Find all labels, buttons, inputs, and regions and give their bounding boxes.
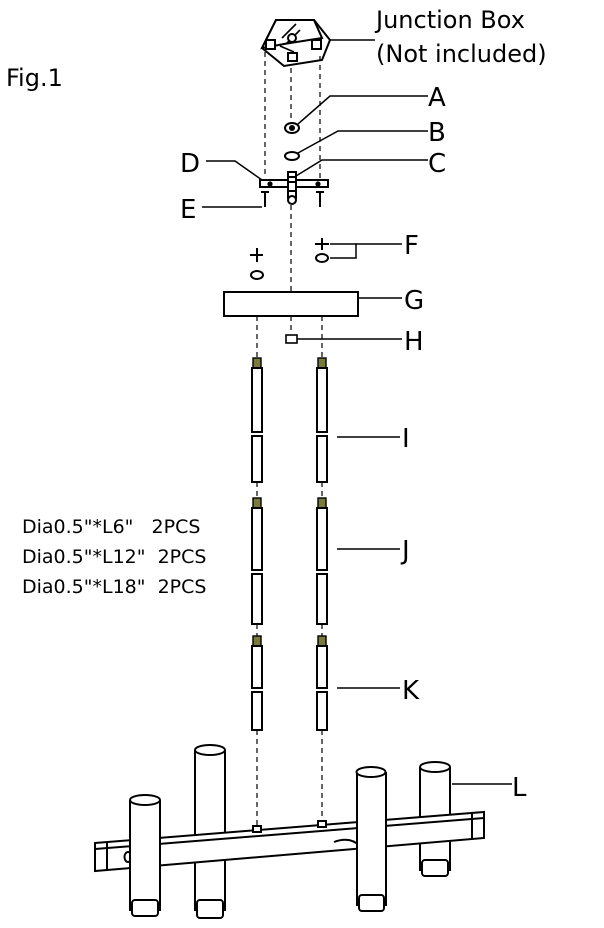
- part-h-connector: [285, 334, 298, 344]
- part-a-label: A: [428, 83, 446, 113]
- part-b-leader: [297, 130, 428, 154]
- part-k-label: K: [402, 676, 420, 706]
- junction-box-label-line2: (Not included): [376, 40, 547, 68]
- figure-label: Fig.1: [6, 64, 63, 92]
- rod-spec-2: Dia0.5"*L12" 2PCS: [22, 546, 206, 568]
- part-f-fasteners: [250, 238, 329, 280]
- part-b-washer: [284, 151, 300, 161]
- junction-box-label-line1: Junction Box: [374, 6, 525, 34]
- part-l-fixture: [94, 744, 485, 919]
- part-f-label: F: [404, 231, 419, 261]
- part-f-leader: [330, 243, 357, 259]
- part-g-label: G: [404, 286, 424, 316]
- part-i-label: I: [402, 424, 410, 454]
- part-j-rods: [251, 497, 328, 625]
- part-d-label: D: [180, 149, 200, 179]
- part-a-nut: [284, 122, 300, 134]
- part-a-leader: [297, 95, 428, 125]
- assembly-guide-lines: [256, 52, 323, 826]
- part-c-leader: [295, 159, 428, 177]
- part-b-label: B: [428, 118, 446, 148]
- part-k-rods: [251, 635, 328, 731]
- part-h-label: H: [404, 327, 424, 357]
- part-d-leader: [206, 160, 263, 181]
- part-c-nipple: [287, 171, 297, 205]
- junction-box-drawing: [260, 19, 332, 68]
- part-e-label: E: [180, 195, 196, 225]
- rod-spec-1: Dia0.5"*L6" 2PCS: [22, 516, 200, 538]
- part-c-label: C: [428, 149, 446, 179]
- part-l-label: L: [512, 773, 527, 803]
- part-i-rods: [251, 357, 328, 483]
- part-e-screws: [261, 191, 324, 207]
- part-g-canopy: [223, 291, 359, 317]
- rod-spec-3: Dia0.5"*L18" 2PCS: [22, 576, 206, 598]
- part-j-label: J: [400, 536, 410, 566]
